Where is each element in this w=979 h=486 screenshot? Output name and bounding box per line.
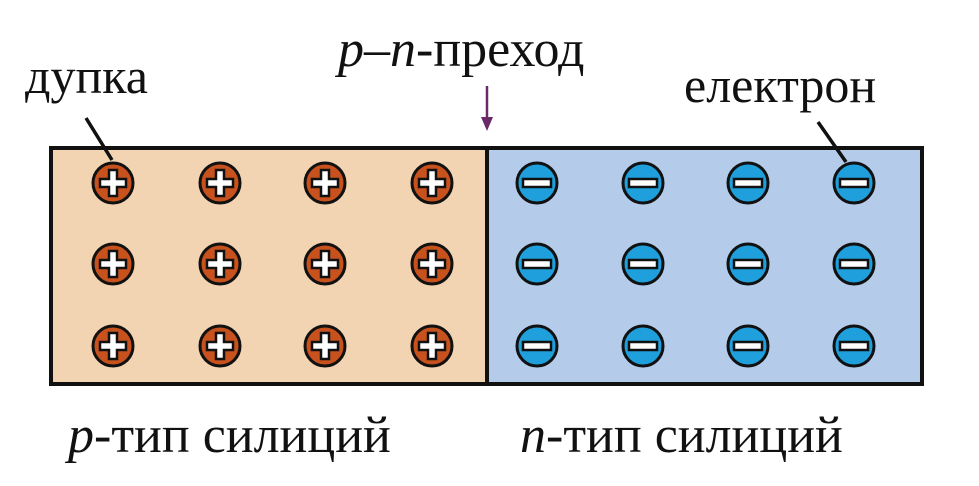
electron [621, 324, 665, 368]
hole [198, 161, 242, 205]
electron-pointer-line [816, 120, 848, 164]
holes-group [91, 161, 454, 368]
electrons-group [515, 161, 876, 368]
electron [726, 242, 770, 286]
hole-label: дупка [25, 48, 148, 104]
hole [198, 324, 242, 368]
hole [303, 324, 347, 368]
hole [91, 324, 135, 368]
hole [303, 161, 347, 205]
p-type-rest: -тип силиций [94, 407, 391, 464]
electron [726, 161, 770, 205]
junction-label: p–n-преход [334, 21, 585, 78]
hole [91, 161, 135, 205]
hole [303, 242, 347, 286]
n-type-label: n-тип силиций [520, 407, 843, 464]
p-letter: p [64, 407, 94, 464]
electron [726, 324, 770, 368]
hole [410, 161, 454, 205]
junction-rest: -преход [416, 21, 585, 78]
junction-arrow-head [481, 117, 493, 131]
electron [621, 161, 665, 205]
electron [515, 324, 559, 368]
junction-dash: – [363, 21, 391, 78]
electron [832, 161, 876, 205]
electron [515, 161, 559, 205]
p-type-label: p-тип силиций [64, 407, 391, 464]
junction-n: n [390, 21, 416, 78]
electron-label: електрон [684, 57, 876, 113]
electron [621, 242, 665, 286]
electron [832, 242, 876, 286]
hole-pointer-line [84, 117, 114, 161]
n-type-rest: -тип силиций [546, 407, 843, 464]
electron [832, 324, 876, 368]
n-letter: n [520, 407, 546, 464]
hole [410, 242, 454, 286]
junction-p: p [334, 21, 364, 78]
hole [410, 324, 454, 368]
electron [515, 242, 559, 286]
hole [198, 242, 242, 286]
hole [91, 242, 135, 286]
